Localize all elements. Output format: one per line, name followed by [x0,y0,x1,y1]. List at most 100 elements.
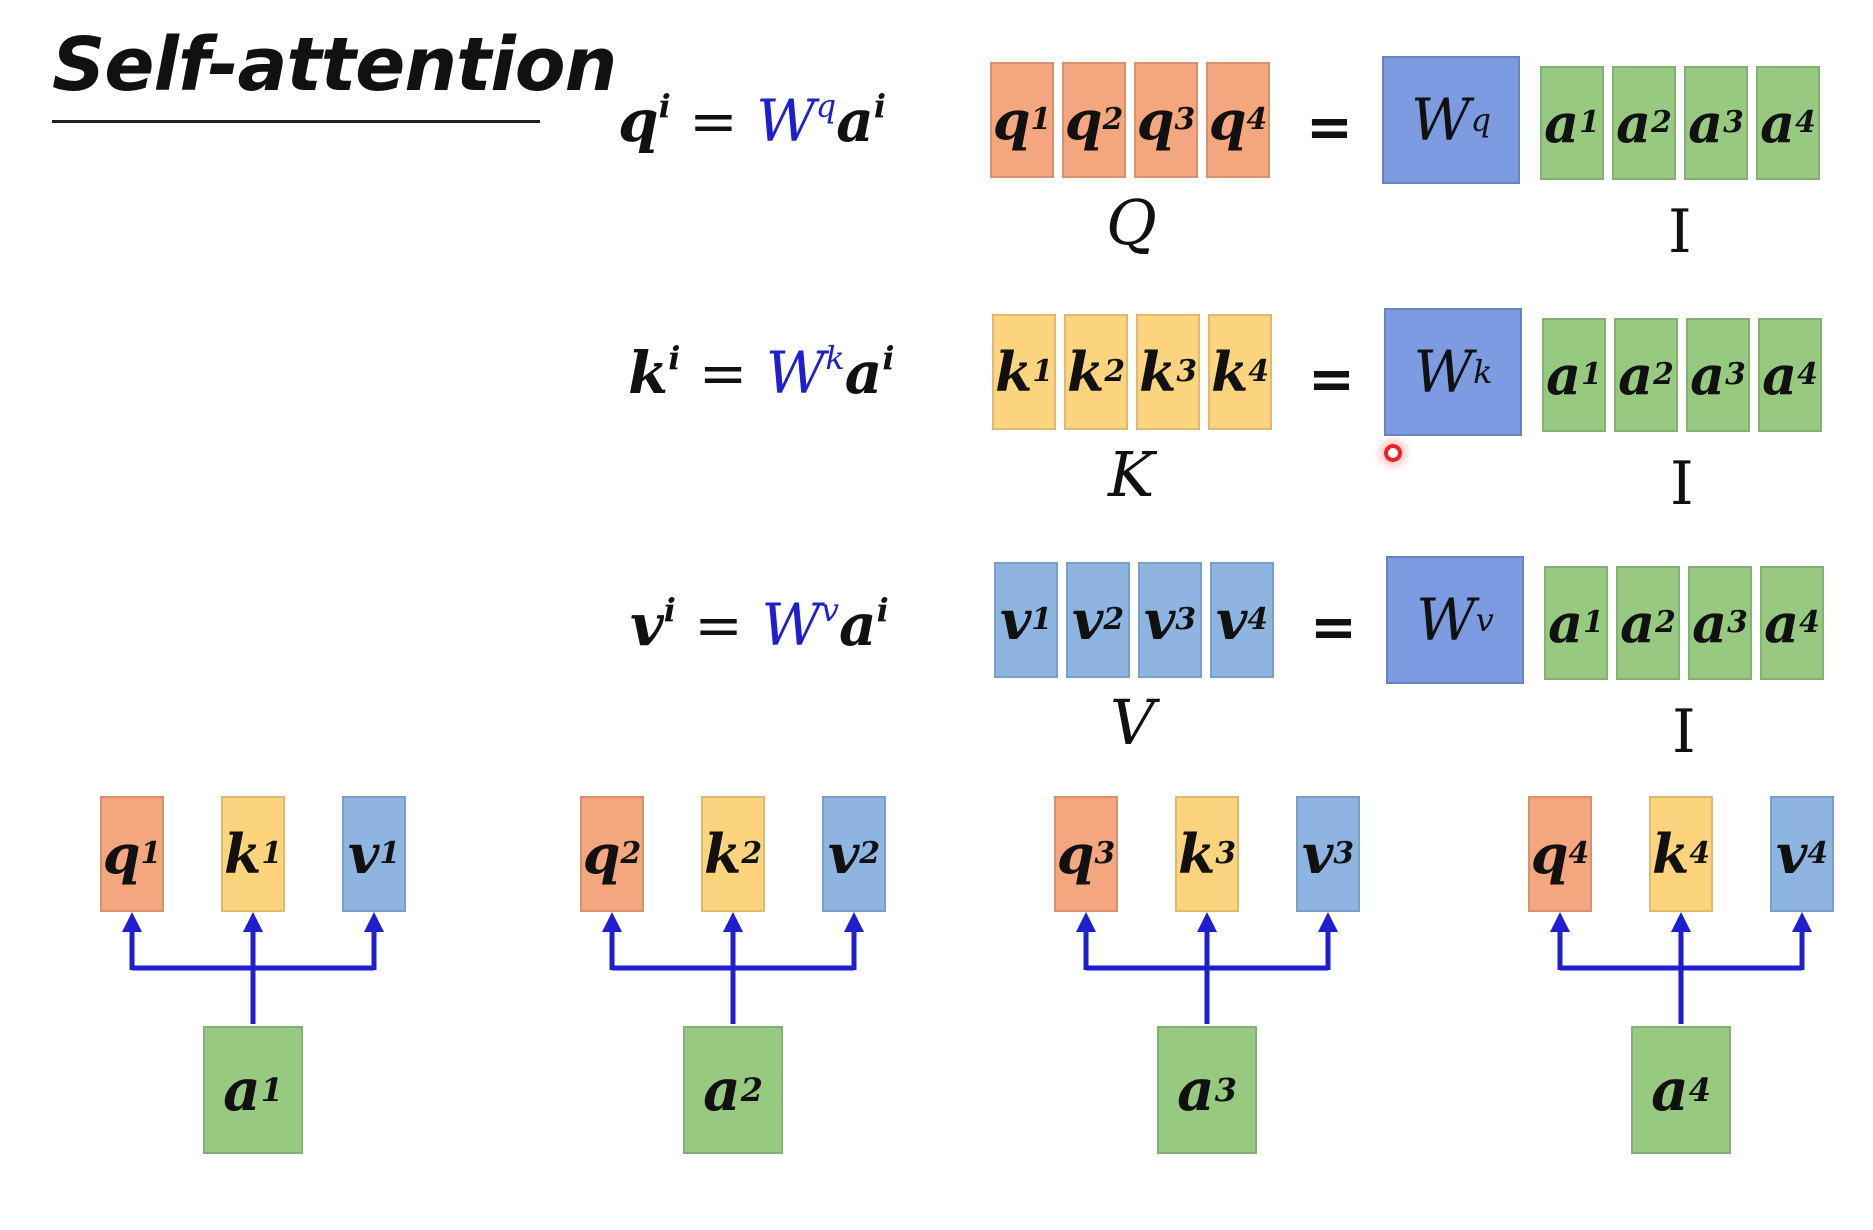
query-input-label: I [1668,197,1692,267]
key-input-label: I [1670,449,1694,519]
query-vector-1-symbol: q [992,88,1031,152]
input-2-box-symbol: a [703,1056,741,1124]
key-vector-4-symbol: k [1210,340,1249,404]
query-2-box-symbol: q [582,822,621,886]
query-3-box-symbol: q [1056,822,1095,886]
value-1-box-symbol: v [347,822,380,886]
value-vector-1-symbol: v [999,588,1032,652]
input-value-row-1-symbol: a [1548,591,1584,655]
input-value-row-2-symbol: a [1620,591,1656,655]
key-vector-3-symbol: k [1138,340,1177,404]
key-3-box-symbol: k [1177,822,1216,886]
value-equation: vi = Wvai [630,591,889,659]
key-matrix-label: K [1108,438,1155,511]
input-3-box-symbol: a [1177,1056,1215,1124]
input-query-row-4-symbol: a [1760,91,1796,155]
query-4-box-symbol: q [1530,822,1569,886]
input-key-row-4-symbol: a [1762,343,1798,407]
input-4-box-symbol: a [1651,1056,1689,1124]
input-query-row-2-symbol: a [1616,91,1652,155]
key-1-box-symbol: k [223,822,262,886]
cursor-pointer-icon [1384,444,1402,462]
weight-matrix-q-symbol: W [1410,86,1471,154]
query-vector-3-symbol: q [1136,88,1175,152]
weight-matrix-k-symbol: W [1413,338,1474,406]
slide-title: Self-attention [52,22,617,108]
weight-matrix-v-symbol: W [1416,586,1476,654]
query-vector-4-symbol: q [1208,88,1247,152]
query-equals-sign: = [1306,95,1353,160]
query-1-box-symbol: q [102,822,141,886]
value-input-label: I [1672,697,1696,767]
value-3-box-symbol: v [1301,822,1334,886]
value-vector-2-symbol: v [1071,588,1104,652]
input-key-row-2-symbol: a [1618,343,1654,407]
value-matrix-label: V [1110,686,1155,759]
key-equals-sign: = [1308,347,1355,412]
input-value-row-4-symbol: a [1764,591,1800,655]
key-4-box-symbol: k [1651,822,1690,886]
key-vector-1-symbol: k [994,340,1033,404]
input-1-box-symbol: a [223,1056,261,1124]
title-underline [52,120,540,123]
key-2-box-symbol: k [703,822,742,886]
value-2-box-symbol: v [827,822,860,886]
input-key-row-3-symbol: a [1690,343,1726,407]
input-key-row-1-symbol: a [1546,343,1582,407]
input-value-row-3-symbol: a [1692,591,1728,655]
value-vector-4-symbol: v [1215,588,1248,652]
query-vector-2-symbol: q [1064,88,1103,152]
value-4-box-symbol: v [1775,822,1808,886]
input-query-row-1-symbol: a [1544,91,1580,155]
key-vector-2-symbol: k [1066,340,1105,404]
key-equation: ki = Wkai [628,339,895,407]
value-equals-sign: = [1310,595,1357,660]
query-equation: qi = Wqai [618,87,886,155]
input-query-row-3-symbol: a [1688,91,1724,155]
value-vector-3-symbol: v [1143,588,1176,652]
query-matrix-label: Q [1106,186,1157,259]
